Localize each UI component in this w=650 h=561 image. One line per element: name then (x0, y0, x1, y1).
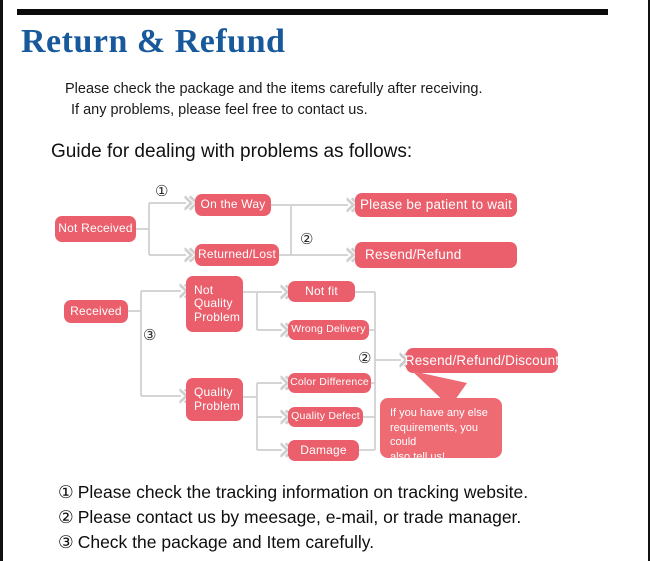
node-damage[interactable]: Damage (288, 440, 359, 461)
node-not-quality-problem[interactable]: Not Quality Problem (186, 276, 243, 332)
node-resend-refund[interactable]: Resend/Refund (355, 242, 517, 268)
node-returned-lost[interactable]: Returned/Lost (195, 244, 279, 266)
node-wrong-delivery[interactable]: Wrong Delivery (288, 320, 369, 340)
node-please-be-patient[interactable]: Please be patient to wait (355, 193, 517, 217)
marker-2-top-icon: ② (300, 231, 314, 248)
note-1-marker-icon: ① (58, 482, 74, 502)
guide-heading: Guide for dealing with problems as follo… (51, 141, 413, 162)
note-2-marker-icon: ② (58, 507, 74, 527)
node-not-fit[interactable]: Not fit (288, 281, 355, 302)
node-resend-refund-discount[interactable]: Resend/Refund/Discount (405, 348, 559, 373)
callout-bubble: If you have any else requirements, you c… (380, 398, 502, 463)
top-divider-rule (17, 9, 608, 15)
node-color-difference[interactable]: Color Difference (288, 373, 371, 393)
marker-1-icon: ① (155, 183, 169, 200)
intro-line-1: Please check the package and the items c… (65, 81, 483, 97)
note-1-text: Please check the tracking information on… (77, 482, 529, 502)
node-quality-defect[interactable]: Quality Defect (288, 407, 363, 427)
intro-paragraph: Please check the package and the items c… (65, 79, 535, 121)
node-on-the-way[interactable]: On the Way (195, 194, 271, 216)
node-received[interactable]: Received (64, 300, 128, 323)
page-title: Return & Refund (21, 23, 286, 60)
intro-line-2: If any problems, please feel free to con… (71, 102, 368, 118)
note-3-marker-icon: ③ (58, 532, 74, 552)
node-not-received[interactable]: Not Received (55, 216, 136, 242)
marker-2-bottom-icon: ② (358, 350, 372, 367)
node-quality-problem[interactable]: Quality Problem (186, 378, 243, 421)
note-2-text: Please contact us by meesage, e-mail, or… (77, 507, 522, 527)
marker-3-icon: ③ (143, 327, 157, 344)
note-3-text: Check the package and Item carefully. (77, 532, 375, 552)
